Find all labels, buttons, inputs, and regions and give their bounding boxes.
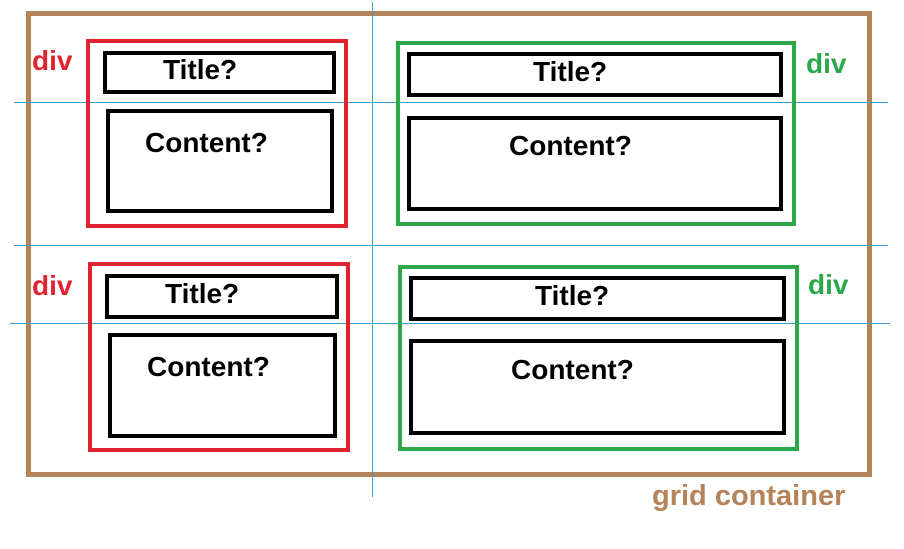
grid-line-horizontal-3: [10, 323, 890, 324]
div-box-top-left: [86, 39, 348, 228]
title-box-bottom-left: [105, 274, 339, 319]
content-box-bottom-left: [108, 333, 337, 438]
div-label-top-right: div: [806, 48, 847, 79]
content-box-bottom-right: [409, 339, 786, 435]
content-label-bottom-right: Content?: [511, 354, 634, 385]
div-box-bottom-right: [398, 265, 799, 451]
title-label-bottom-right: Title?: [535, 280, 610, 311]
div-box-top-right: [396, 41, 796, 226]
div-label-bottom-left: div: [32, 270, 73, 301]
title-box-top-left: [103, 51, 336, 94]
title-label-bottom-left: Title?: [165, 278, 240, 309]
title-label-top-right: Title?: [533, 56, 608, 87]
grid-line-horizontal-2: [14, 245, 888, 246]
title-box-bottom-right: [409, 276, 786, 321]
content-label-top-right: Content?: [509, 130, 632, 161]
content-label-bottom-left: Content?: [147, 351, 270, 382]
grid-container-label: grid container: [652, 480, 846, 512]
grid-line-vertical: [372, 2, 373, 497]
title-label-top-left: Title?: [163, 54, 238, 85]
content-label-top-left: Content?: [145, 127, 268, 158]
div-label-bottom-right: div: [808, 269, 849, 300]
content-box-top-right: [407, 116, 783, 211]
content-box-top-left: [106, 109, 334, 213]
grid-line-horizontal-1: [14, 102, 888, 103]
grid-container-box: [26, 11, 872, 477]
title-box-top-right: [407, 52, 783, 97]
div-label-top-left: div: [32, 45, 73, 76]
div-box-bottom-left: [88, 262, 350, 452]
